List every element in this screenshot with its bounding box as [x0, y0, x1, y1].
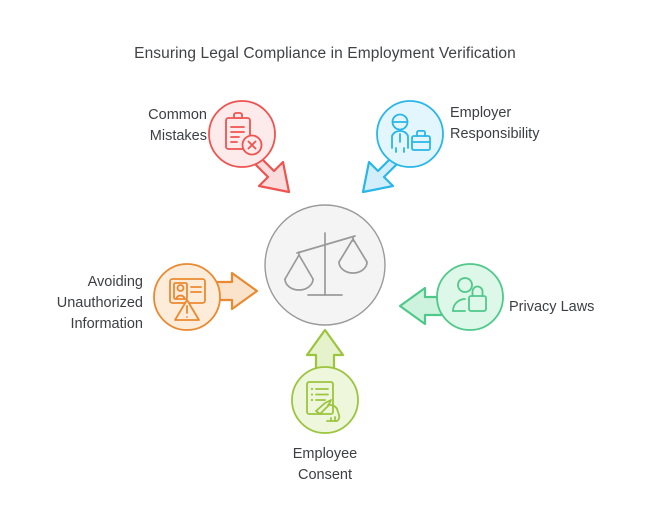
page-title: Ensuring Legal Compliance in Employment … — [134, 45, 516, 62]
node-privacy-laws[interactable] — [436, 263, 504, 331]
worker-briefcase-icon — [391, 113, 431, 153]
clipboard-error-icon — [225, 112, 263, 156]
employer-responsibility-circle — [376, 100, 444, 168]
node-avoiding-unauthorized-information[interactable] — [153, 263, 221, 331]
node-employee-consent[interactable] — [291, 366, 359, 434]
common-mistakes-circle — [208, 100, 276, 168]
person-lock-icon — [452, 277, 487, 312]
legal-compliance-core[interactable] — [264, 204, 386, 326]
label-employee-consent: Employee Consent — [292, 446, 358, 484]
balance-scales-icon — [284, 232, 368, 296]
label-avoiding-unauthorized-information: Avoiding Unauthorized Information — [56, 274, 143, 333]
id-card-warning-icon — [169, 278, 206, 321]
label-privacy-laws: Privacy Laws — [509, 299, 595, 315]
node-common-mistakes[interactable] — [208, 100, 276, 168]
label-common-mistakes: Common Mistakes — [148, 107, 207, 145]
label-employer-responsibility: Employer Responsibility — [450, 105, 540, 143]
node-employer-responsibility[interactable] — [376, 100, 444, 168]
signing-document-icon — [306, 381, 341, 422]
